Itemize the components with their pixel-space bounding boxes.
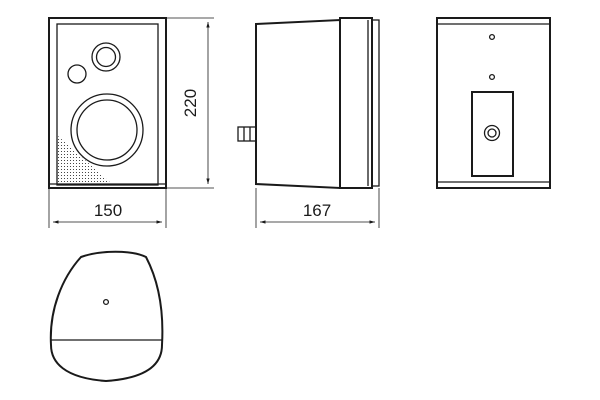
front-baffle: [56, 23, 159, 186]
height-dimension: 220: [166, 17, 214, 189]
rear-cabinet-outline: [436, 17, 551, 189]
side-cabinet-outline: [255, 18, 341, 190]
rear-mounting-plate: [471, 91, 514, 177]
width-dimension-label: 150: [94, 201, 122, 220]
front-cabinet-outline: [48, 17, 167, 189]
top-view: [49, 250, 164, 383]
depth-dimension-label: 167: [303, 201, 331, 220]
rear-mount-socket-outer: [483, 124, 501, 142]
rear-hole-top: [488, 33, 496, 41]
front-port: [67, 64, 87, 84]
height-dimension-label: 220: [181, 89, 200, 117]
depth-dimension: 167: [255, 188, 380, 228]
side-front-bezel: [371, 19, 380, 187]
rear-view: [436, 17, 551, 189]
woofer-inner: [76, 99, 138, 161]
side-view: [237, 17, 380, 190]
rear-connector: [237, 126, 257, 142]
rear-mount-socket-inner: [487, 128, 497, 138]
tweeter-outer: [91, 42, 121, 72]
front-view: [48, 17, 167, 189]
top-outline: [49, 250, 164, 383]
tweeter-inner: [95, 46, 117, 68]
rear-hole-middle: [488, 73, 496, 81]
side-front-section: [339, 17, 373, 189]
width-dimension: 150: [48, 188, 167, 228]
top-hole: [102, 298, 110, 306]
woofer-outer: [70, 93, 144, 167]
